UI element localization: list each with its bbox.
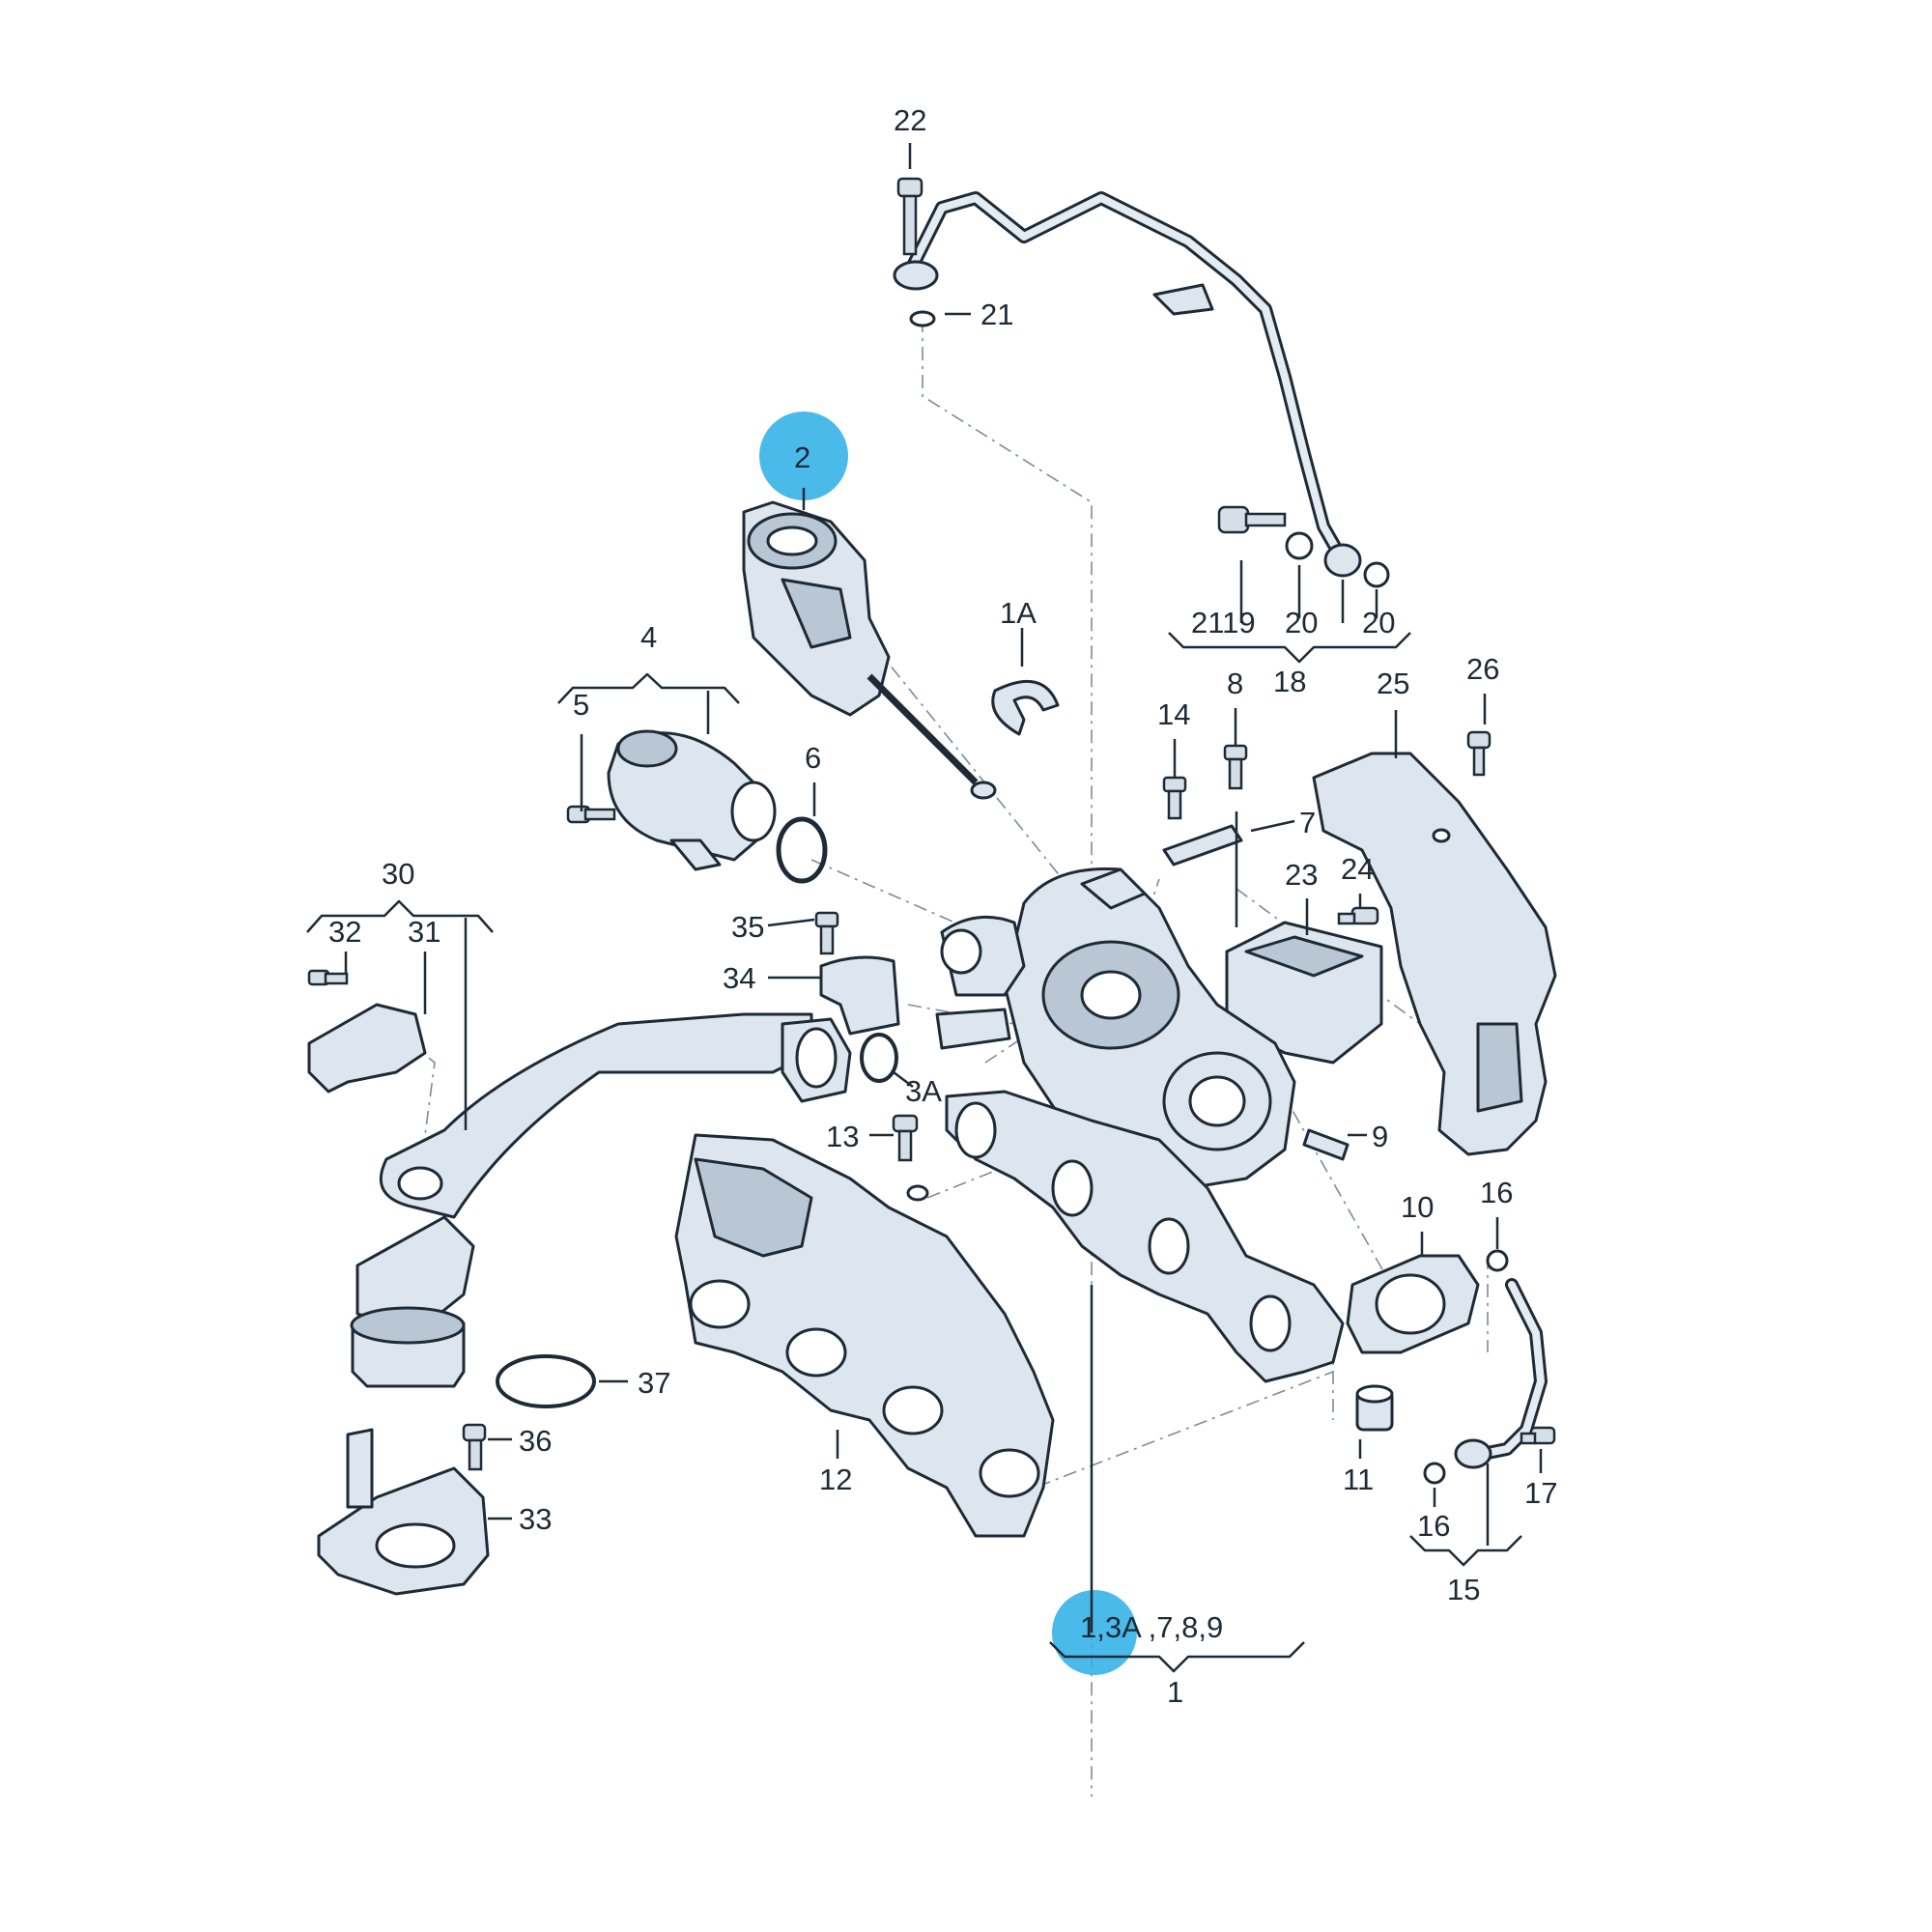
callout-5: 5 [573, 688, 589, 722]
bolt-26 [1466, 730, 1492, 777]
callout-30: 30 [382, 857, 414, 891]
callout-15: 15 [1447, 1573, 1480, 1606]
callout-8: 8 [1227, 667, 1243, 700]
callout-20-left: 20 [1285, 606, 1318, 639]
callout-1-group: 1,3A ,7,8,9 [1080, 1610, 1223, 1644]
callout-7: 7 [1299, 806, 1316, 839]
bolt-13 [892, 1114, 919, 1162]
callout-10: 10 [1401, 1190, 1434, 1224]
bracket-33 [317, 1428, 490, 1596]
highlight-marker-1 [1052, 1590, 1137, 1675]
callout-3A: 3A [905, 1074, 942, 1108]
callout-32: 32 [328, 915, 361, 949]
callout-26: 26 [1466, 652, 1499, 686]
banjo-bolt-assembly [1217, 505, 1390, 588]
callout-1A: 1A [1000, 596, 1037, 630]
callout-4: 4 [640, 620, 657, 654]
callout-24: 24 [1341, 852, 1374, 886]
pressure-sensor [307, 969, 427, 1094]
callout-36: 36 [519, 1424, 552, 1458]
o-ring-37 [496, 1354, 596, 1408]
callouts: 22 21 2 1A 2119 20 20 18 4 5 6 14 8 7 25… [328, 103, 1557, 1709]
callout-35: 35 [731, 910, 764, 944]
clamp-34 [814, 911, 900, 1083]
callout-18: 18 [1273, 665, 1306, 698]
heat-shield-turbo [1312, 752, 1557, 1156]
sleeve-11 [1355, 1384, 1394, 1432]
callout-17: 17 [1524, 1476, 1557, 1510]
exhaust-manifold [945, 1090, 1345, 1383]
bolt-36 [462, 1423, 487, 1471]
fasteners-upper [1162, 744, 1248, 867]
callout-2119: 2119 [1191, 606, 1256, 639]
gasket-10 [1346, 1254, 1480, 1354]
callout-9: 9 [1372, 1120, 1388, 1153]
leader-lines [344, 143, 1543, 1633]
callout-16-top: 16 [1480, 1176, 1513, 1209]
circlip [991, 679, 1060, 736]
callout-6: 6 [805, 741, 821, 775]
highlight-marker-2 [759, 412, 848, 500]
callout-13: 13 [826, 1120, 859, 1153]
callout-31: 31 [408, 915, 440, 949]
diverter-valve [566, 729, 828, 884]
wastegate-actuator [742, 500, 997, 800]
stud-9 [1302, 1128, 1350, 1161]
group-braces [306, 632, 1522, 1673]
oil-feed-line [893, 177, 1350, 567]
callout-1: 1 [1167, 1675, 1183, 1709]
callout-33: 33 [519, 1502, 552, 1536]
callout-23: 23 [1285, 858, 1318, 892]
callout-21: 21 [980, 298, 1013, 331]
callout-12: 12 [819, 1463, 852, 1496]
callout-20-right: 20 [1362, 606, 1395, 639]
charge-air-pipe [350, 1012, 852, 1388]
oil-return-line [1423, 1249, 1556, 1485]
callout-14: 14 [1157, 697, 1190, 731]
callout-16-bottom: 16 [1417, 1509, 1450, 1543]
turbocharger-assembly [935, 867, 1296, 1190]
callout-2: 2 [794, 440, 810, 474]
callout-11: 11 [1343, 1463, 1374, 1496]
callout-22: 22 [894, 103, 926, 137]
manifold-gasket-12 [674, 1133, 1055, 1538]
callout-37: 37 [638, 1366, 670, 1400]
callout-34: 34 [723, 961, 755, 995]
callout-25: 25 [1377, 667, 1409, 700]
